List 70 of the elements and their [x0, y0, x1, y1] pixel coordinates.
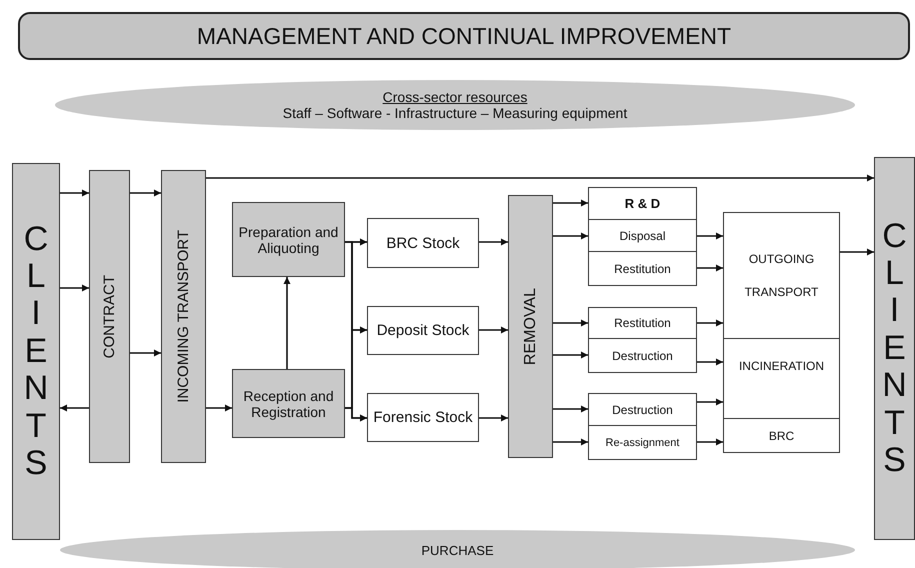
- process-bar: [508, 195, 553, 458]
- process-bar: [89, 170, 130, 463]
- node-text: CONTRACT: [100, 274, 119, 358]
- process-box: [232, 202, 345, 277]
- outcome-box: [588, 187, 697, 220]
- arrow: [553, 438, 588, 446]
- arrow: [697, 438, 723, 446]
- outcome-box: [588, 307, 697, 339]
- stock-box: [367, 306, 479, 355]
- node-text: Destruction: [611, 402, 674, 416]
- arrow: [697, 232, 723, 240]
- arrow: [206, 404, 232, 412]
- arrow: [697, 398, 723, 406]
- stock-box: [367, 218, 479, 268]
- outgoing-section: [723, 212, 840, 339]
- arrow: [130, 350, 161, 356]
- outcome-box: [588, 251, 697, 286]
- arrow: [479, 414, 508, 422]
- arrow: [840, 248, 874, 256]
- node-text: CLIENTS: [881, 218, 908, 480]
- node-text: Reception and Registration: [242, 388, 335, 420]
- node-text: Re-assignment: [604, 436, 680, 448]
- node-text: Preparation and Aliquoting: [238, 224, 340, 256]
- node-text: REMOVAL: [520, 288, 540, 366]
- arrow: [697, 264, 723, 272]
- process-box: [232, 369, 345, 438]
- arrow: [60, 190, 89, 196]
- arrow: [206, 174, 874, 182]
- node-text: Destruction: [611, 348, 674, 362]
- node-text: BRC Stock: [385, 234, 461, 252]
- node-text: R & D: [624, 196, 662, 211]
- node-text: PURCHASE: [420, 542, 495, 558]
- outgoing-section: [723, 338, 840, 419]
- node-text: INCOMING TRANSPORT: [174, 230, 193, 403]
- arrow: [60, 404, 89, 412]
- node-text: BRC: [768, 428, 796, 442]
- outcome-box: [588, 425, 697, 460]
- arrow: [60, 284, 89, 292]
- node-text: Forensic Stock: [372, 409, 474, 426]
- outcome-box: [588, 219, 697, 252]
- node-text: Restitution: [613, 262, 672, 276]
- arrow: [553, 232, 588, 240]
- arrow: [553, 200, 588, 206]
- arrow: [130, 190, 161, 196]
- arrow: [479, 238, 508, 246]
- node-text: MANAGEMENT AND CONTINUAL IMPROVEMENT: [196, 22, 732, 50]
- node-text: Deposit Stock: [376, 322, 470, 339]
- node-text: INCINERATION: [738, 359, 826, 373]
- node-text: OUTGOING TRANSPORT: [744, 251, 820, 300]
- arrow: [553, 406, 588, 412]
- clients-column: [12, 163, 60, 540]
- stock-box: [367, 393, 479, 442]
- arrow: [553, 352, 588, 358]
- process-bar: [161, 170, 206, 463]
- arrow: [697, 320, 723, 326]
- arrow: [479, 326, 508, 334]
- node-text: CLIENTS: [22, 220, 50, 482]
- node-text: Staff – Software - Infrastructure – Measuring equipment: [282, 105, 628, 121]
- outcome-box: [588, 338, 697, 373]
- outgoing-section: [723, 418, 840, 453]
- arrow: [697, 358, 723, 366]
- node-text: Disposal: [618, 228, 667, 242]
- node-text: Restitution: [613, 316, 672, 330]
- node-text: Cross-sector resources: [382, 89, 528, 105]
- outcome-box: [588, 393, 697, 426]
- arrow: [553, 320, 588, 326]
- header-banner: [18, 12, 910, 60]
- arrow: [345, 407, 367, 422]
- arrow: [284, 277, 290, 369]
- clients-column: [874, 157, 915, 540]
